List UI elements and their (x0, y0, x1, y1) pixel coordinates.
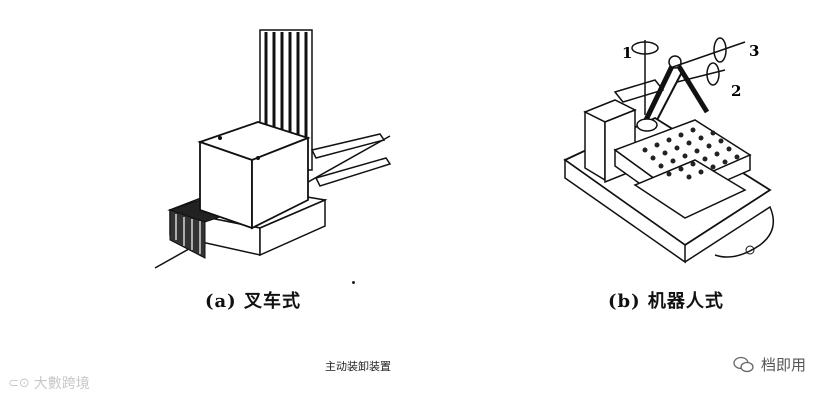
wechat-icon (733, 356, 755, 374)
watermark-right: 档即用 (733, 354, 806, 375)
brand-logo-icon: ⊂⊙ (8, 376, 30, 391)
stray-dot (352, 281, 355, 284)
figure-robot: 1 2 3 (545, 0, 785, 275)
axis-label-1: 1 (622, 44, 632, 62)
caption-forklift: (a) 叉车式 (205, 287, 301, 313)
forklift-drawing (140, 0, 400, 275)
robot-drawing: 1 2 3 (545, 0, 785, 275)
figure-title: 主动装卸装置 (325, 358, 391, 374)
axis-label-2: 2 (731, 82, 741, 100)
figure-forklift (140, 0, 400, 275)
watermark-right-text: 档即用 (761, 354, 806, 375)
watermark-left-text: 大數跨境 (34, 373, 90, 393)
axis-label-3: 3 (749, 42, 759, 60)
watermark-left: ⊂⊙ 大數跨境 (8, 373, 90, 393)
caption-robot: (b) 机器人式 (608, 287, 724, 313)
